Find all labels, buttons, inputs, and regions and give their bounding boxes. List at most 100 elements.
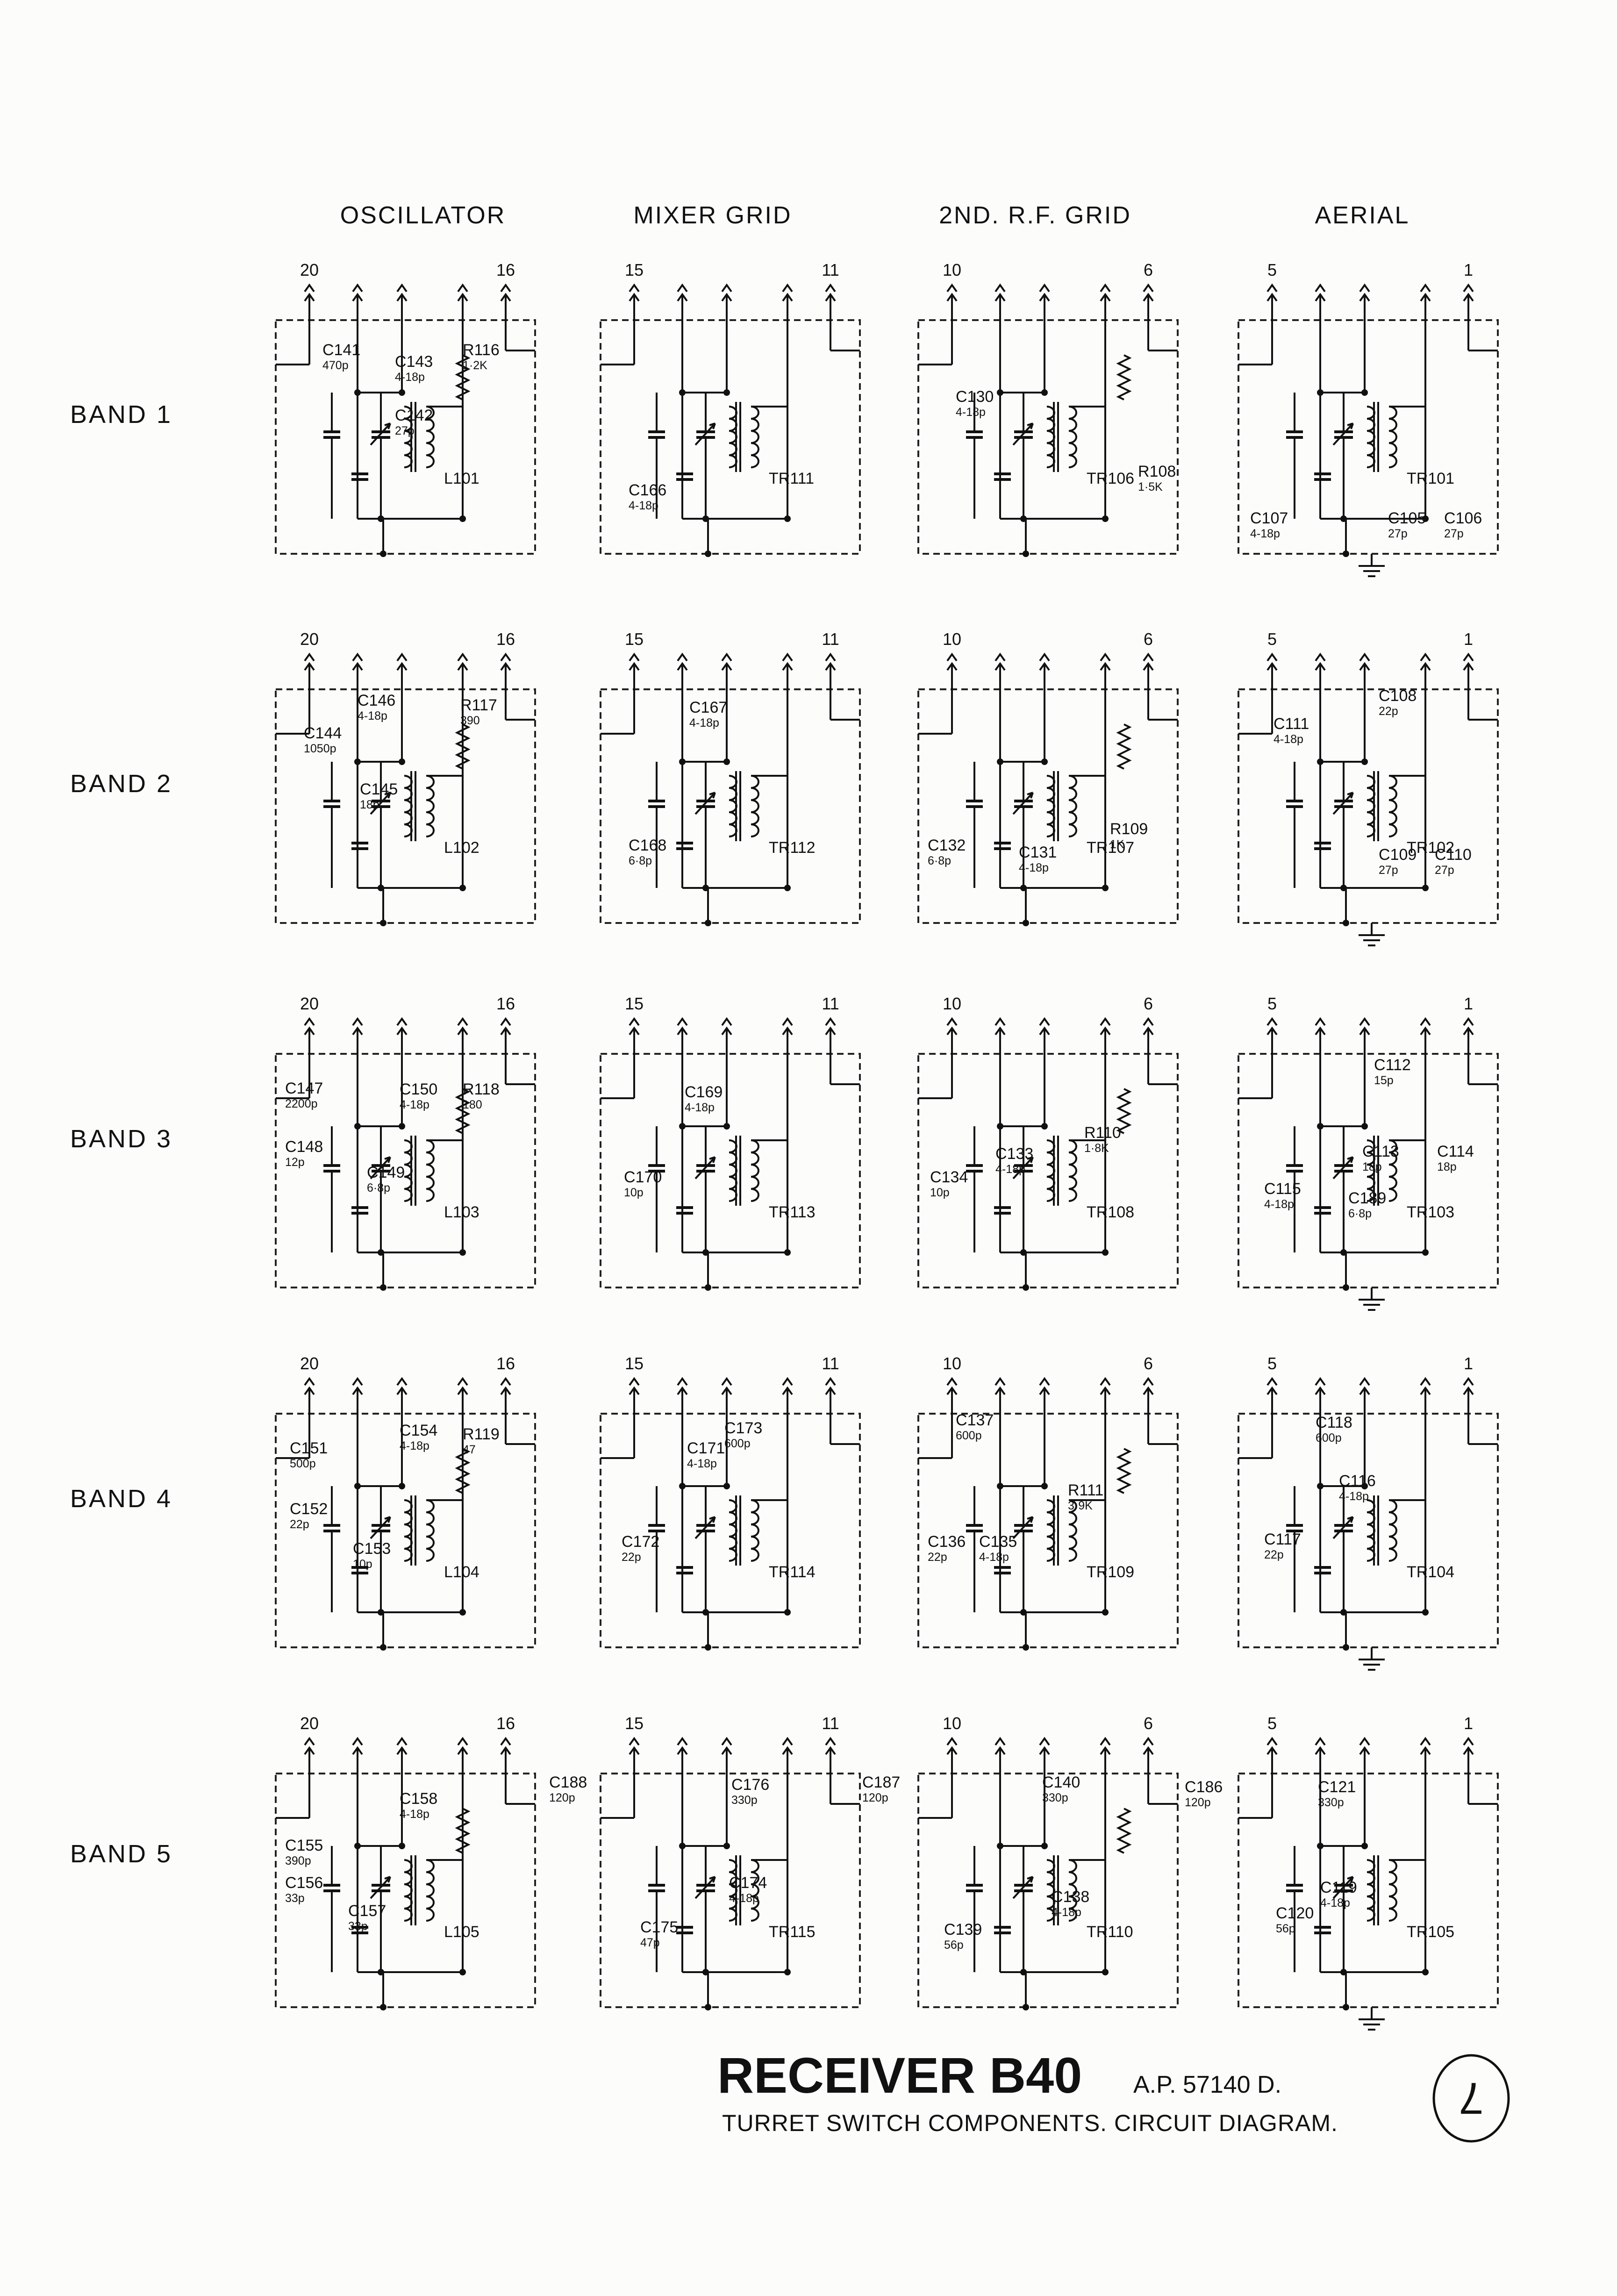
terminal-arrow (946, 283, 958, 293)
switch-terminal (677, 283, 688, 313)
terminal-arrow (1039, 1737, 1050, 1746)
terminal-arrow (782, 1017, 793, 1026)
component-value: 2200p (285, 1097, 318, 1110)
junction-dot (1343, 551, 1349, 557)
switch-terminal (825, 1377, 836, 1407)
trimmer-arrow-head (1347, 422, 1354, 429)
trimmer-arrow-head (709, 792, 716, 799)
transformer-label: TR109 (1087, 1563, 1134, 1581)
switch-terminal (1420, 1737, 1431, 1767)
switch-terminal (825, 652, 836, 682)
transformer-label: TR105 (1407, 1923, 1454, 1941)
terminal-arrow (1100, 1377, 1111, 1386)
capacitor-symbol (1286, 800, 1303, 808)
terminal-number: 5 (1267, 994, 1277, 1013)
trimmer-arrow (1012, 422, 1034, 446)
capacitor-symbol (1286, 1164, 1303, 1173)
column-header: OSCILLATOR (340, 202, 506, 229)
primary-coil (404, 1859, 413, 1922)
component-ref: C140 (1042, 1774, 1080, 1791)
trimmer-arrow-head (1347, 1516, 1354, 1523)
component-value: 22p (928, 1551, 947, 1564)
junction-dot (705, 2004, 711, 2010)
switch-terminal (1463, 652, 1474, 682)
component-value: 4-18p (956, 406, 986, 419)
junction-dot (1361, 1123, 1368, 1130)
terminal-arrow (1359, 283, 1370, 293)
component-ref: C139 (944, 1921, 982, 1938)
terminal-number: 1 (1464, 1354, 1473, 1373)
component-value: 18p (1362, 1160, 1382, 1173)
component-value: 1·5K (1138, 480, 1163, 494)
switch-terminal (629, 1017, 640, 1047)
capacitor-symbol (648, 1884, 665, 1892)
component-ref: C147 (285, 1080, 323, 1097)
component-value: 4-18p (689, 716, 719, 730)
component-ref: R116 (463, 341, 500, 359)
component-ref: C150 (400, 1080, 437, 1098)
component-value: 4-18p (1019, 861, 1049, 874)
switch-terminal (1359, 1017, 1370, 1047)
terminal-arrow (457, 283, 468, 293)
switch-terminal (995, 652, 1006, 682)
switch-terminal (995, 1737, 1006, 1767)
component-value: 600p (956, 1429, 982, 1442)
component-ref: C133 (995, 1145, 1033, 1163)
resistor-symbol (1116, 354, 1132, 401)
terminal-arrow (721, 1737, 732, 1746)
terminal-number: 16 (496, 1714, 515, 1733)
terminal-arrow (1266, 652, 1278, 662)
switch-terminal (1143, 1737, 1154, 1767)
terminal-number: 16 (496, 629, 515, 649)
junction-dot (1102, 1609, 1109, 1616)
component-value: 4-18p (358, 709, 387, 722)
junction-dot (784, 1249, 791, 1256)
trimmer-arrow-head (384, 422, 391, 429)
column-header: AERIAL (1315, 202, 1410, 229)
switch-terminal (352, 283, 363, 313)
terminal-arrow (721, 652, 732, 662)
terminal-number: 11 (822, 1354, 839, 1373)
terminal-number: 1 (1464, 260, 1473, 279)
band-label: BAND 3 (70, 1125, 172, 1153)
switch-terminal (721, 283, 732, 313)
terminal-number: 15 (625, 1354, 644, 1373)
terminal-arrow (1359, 652, 1370, 662)
page-number: 7 (1459, 2074, 1483, 2124)
terminal-number: 5 (1267, 1354, 1277, 1373)
switch-terminal (1266, 1377, 1278, 1407)
switch-terminal (995, 1017, 1006, 1047)
component-value: 22p (290, 1518, 309, 1531)
terminal-arrow (1266, 283, 1278, 293)
switch-terminal (629, 1377, 640, 1407)
trimmer-arrow (1012, 1516, 1034, 1539)
capacitor-symbol (1314, 472, 1331, 481)
component-value: 6·8p (367, 1181, 390, 1194)
terminal-number: 5 (1267, 260, 1277, 279)
component-ref: C152 (290, 1500, 328, 1518)
capacitor-symbol (1314, 842, 1331, 850)
terminal-arrow (500, 283, 511, 293)
component-value: 120p (549, 1791, 575, 1804)
transformer-label: TR110 (1087, 1923, 1133, 1941)
trimmer-arrow-head (1347, 1876, 1354, 1883)
component-ref: C130 (956, 388, 994, 406)
capacitor-symbol (323, 1524, 340, 1532)
terminal-arrow (1463, 1737, 1474, 1746)
capacitor-symbol (676, 1926, 693, 1934)
terminal-arrow (825, 1017, 836, 1026)
component-frame (600, 319, 861, 555)
ground-symbol (1359, 923, 1385, 946)
trimmer-arrow-head (384, 792, 391, 799)
capacitor-symbol (676, 1566, 693, 1574)
resistor-symbol (455, 354, 471, 401)
terminal-arrow (352, 1377, 363, 1386)
terminal-arrow (500, 1737, 511, 1746)
ap-number: A.P. 57140 D. (1133, 2071, 1281, 2098)
primary-coil (404, 775, 413, 837)
component-ref: C107 (1250, 509, 1288, 527)
